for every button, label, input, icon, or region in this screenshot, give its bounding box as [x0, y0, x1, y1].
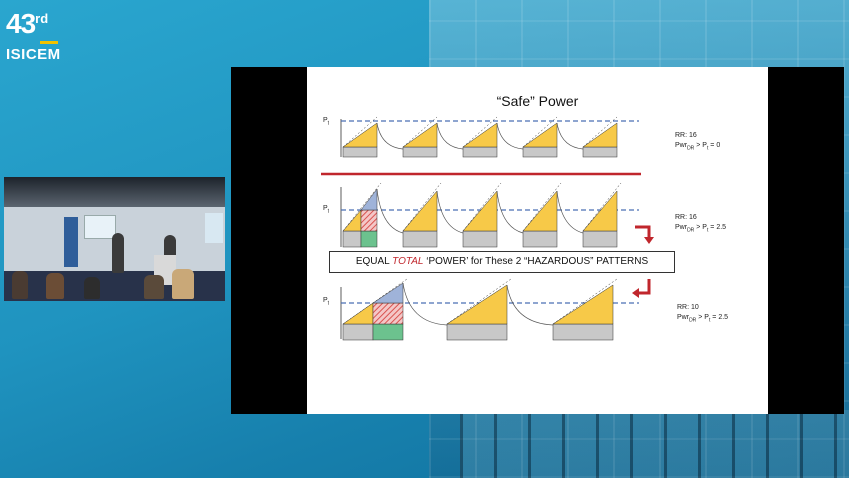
camera-stage-screen: [84, 215, 116, 239]
camera-banner: [64, 217, 78, 267]
arrow-down-icon-head: [644, 237, 654, 244]
audience-head: [172, 269, 194, 299]
speaker-figure: [112, 233, 124, 273]
row1-diagram: [340, 116, 639, 158]
row3-pwr: PwrDR > Pt = 2.5: [677, 314, 729, 324]
row2-breath: [522, 182, 584, 248]
row2-breath: [582, 182, 622, 248]
banner-text-end: ‘POWER’ for These 2 “HAZARDOUS” PATTERNS: [423, 256, 649, 267]
speaker-camera-feed: [4, 177, 225, 301]
row2-rr: RR: 16: [675, 214, 697, 221]
logo-name: ISICEM: [6, 46, 61, 63]
logo-superscript: rd: [35, 11, 49, 26]
conference-logo: 43rd ISICEM: [6, 8, 61, 63]
logo-number: 43: [6, 8, 36, 39]
row3-diagram: [340, 278, 651, 341]
row2-diagram: [340, 182, 654, 248]
row2-breath: [462, 182, 524, 248]
audience-head: [12, 271, 28, 299]
banner-emphasis: TOTAL: [392, 256, 424, 267]
row2-breath-hazard: [342, 182, 404, 248]
row2-stats: RR: 16 PwrDR > Pt = 2.5: [675, 213, 726, 235]
camera-side-screen: [205, 213, 223, 243]
presentation-slide: “Safe” Power Pt Pt Pt RR: 16 PwrDR > Pt …: [307, 67, 768, 414]
row1-breath: [342, 116, 404, 158]
camera-ceiling: [4, 177, 225, 207]
logo-accent-bar: [40, 41, 58, 44]
slide-title: “Safe” Power: [496, 93, 579, 109]
row1-pt-label: Pt: [323, 117, 330, 127]
row1-breath: [462, 116, 524, 158]
audience-head: [46, 273, 64, 299]
row2-pwr: PwrDR > Pt = 2.5: [675, 224, 727, 234]
slide-diagram: [321, 116, 654, 341]
row3-breath: [446, 278, 554, 341]
row1-breath: [582, 116, 618, 158]
row3-stats: RR: 10 PwrDR > Pt = 2.5: [677, 303, 728, 325]
arrow-return-icon: [637, 279, 651, 295]
row1-breath: [522, 116, 584, 158]
hazardous-banner: EQUAL TOTAL ‘POWER’ for These 2 “HAZARDO…: [329, 251, 675, 273]
banner-text-start: EQUAL: [355, 256, 393, 267]
row3-rr: RR: 10: [677, 304, 699, 311]
row2-breath: [402, 182, 464, 248]
row1-stats: RR: 16 PwrDR > Pt = 0: [675, 131, 720, 153]
arrow-down-icon: [635, 225, 651, 239]
arrow-return-icon-head: [632, 288, 639, 298]
audience-head: [144, 275, 164, 299]
row3-breath: [552, 278, 618, 341]
row1-rr: RR: 16: [675, 132, 697, 139]
row3-breath-hazard: [342, 278, 448, 341]
row1-breath: [402, 116, 464, 158]
background-windows: [460, 410, 849, 478]
row1-pwr: PwrDR > Pt = 0: [675, 142, 721, 152]
row2-pt-label: Pt: [323, 205, 330, 215]
audience-head: [84, 277, 100, 299]
row3-pt-label: Pt: [323, 297, 330, 307]
